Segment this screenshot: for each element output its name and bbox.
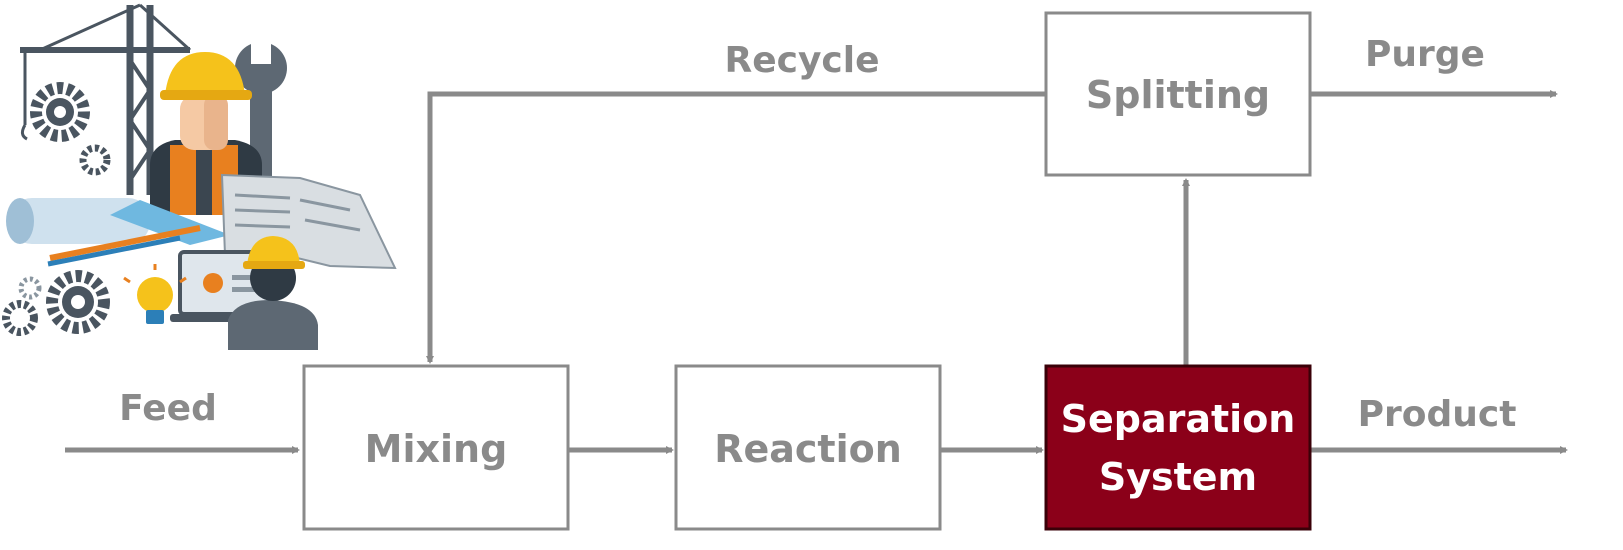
- hard-hat-icon: [228, 236, 318, 350]
- product-label: Product: [1358, 394, 1517, 435]
- reaction-label: Reaction: [714, 427, 902, 471]
- splitting-node: Splitting: [1044, 11, 1312, 177]
- separation-system-node: Separation System: [1044, 364, 1312, 531]
- recycle-line: [426, 91, 1046, 364]
- engineer-illustration-icon: [2, 3, 397, 350]
- splitting-label: Splitting: [1086, 73, 1270, 117]
- lightbulb-icon: [123, 264, 187, 324]
- separation-label-line1: Separation: [1061, 397, 1296, 441]
- mixing-node: Mixing: [302, 364, 570, 531]
- reaction-node: Reaction: [674, 364, 942, 531]
- recycle-label: Recycle: [724, 40, 879, 81]
- separation-label-line2: System: [1099, 455, 1257, 499]
- gear-icon: [2, 82, 111, 336]
- mixing-label: Mixing: [365, 427, 508, 471]
- feed-label: Feed: [119, 388, 217, 429]
- crane-icon: [20, 3, 192, 195]
- blueprint-icon: [6, 173, 397, 270]
- purge-label: Purge: [1365, 34, 1485, 75]
